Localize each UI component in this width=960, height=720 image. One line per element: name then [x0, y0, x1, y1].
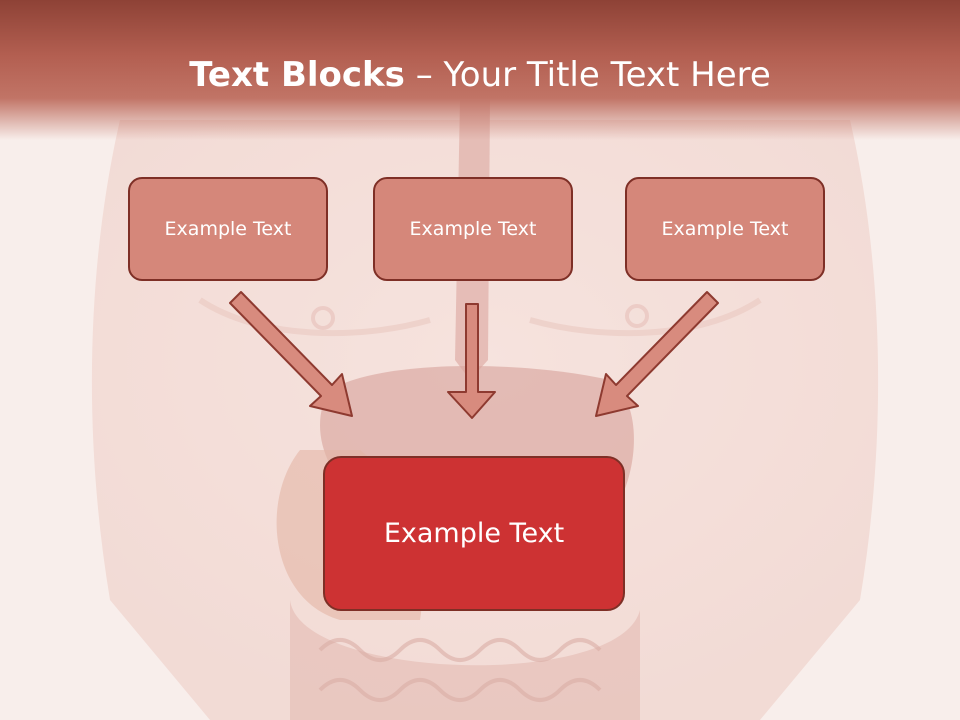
text-block-1-label: Example Text	[164, 218, 292, 240]
text-block-3[interactable]: Example Text	[625, 177, 825, 281]
arrow-right	[595, 291, 719, 417]
header-band	[0, 0, 960, 140]
slide-title: Text Blocks – Your Title Text Here	[0, 55, 960, 95]
nipple-right	[625, 304, 649, 328]
text-block-3-label: Example Text	[661, 218, 789, 240]
title-separator: –	[404, 55, 444, 95]
arrow-center	[447, 303, 496, 419]
target-block-label: Example Text	[383, 518, 565, 549]
nipple-left	[311, 306, 335, 330]
intestine-folds	[318, 638, 602, 702]
title-rest: Your Title Text Here	[443, 55, 771, 95]
title-bold: Text Blocks	[189, 55, 405, 95]
arrow-left	[229, 291, 353, 417]
target-block[interactable]: Example Text	[323, 456, 625, 611]
text-block-1[interactable]: Example Text	[128, 177, 328, 281]
text-block-2[interactable]: Example Text	[373, 177, 573, 281]
chest-contour	[198, 297, 762, 337]
intestines	[290, 600, 640, 720]
text-block-2-label: Example Text	[409, 218, 537, 240]
